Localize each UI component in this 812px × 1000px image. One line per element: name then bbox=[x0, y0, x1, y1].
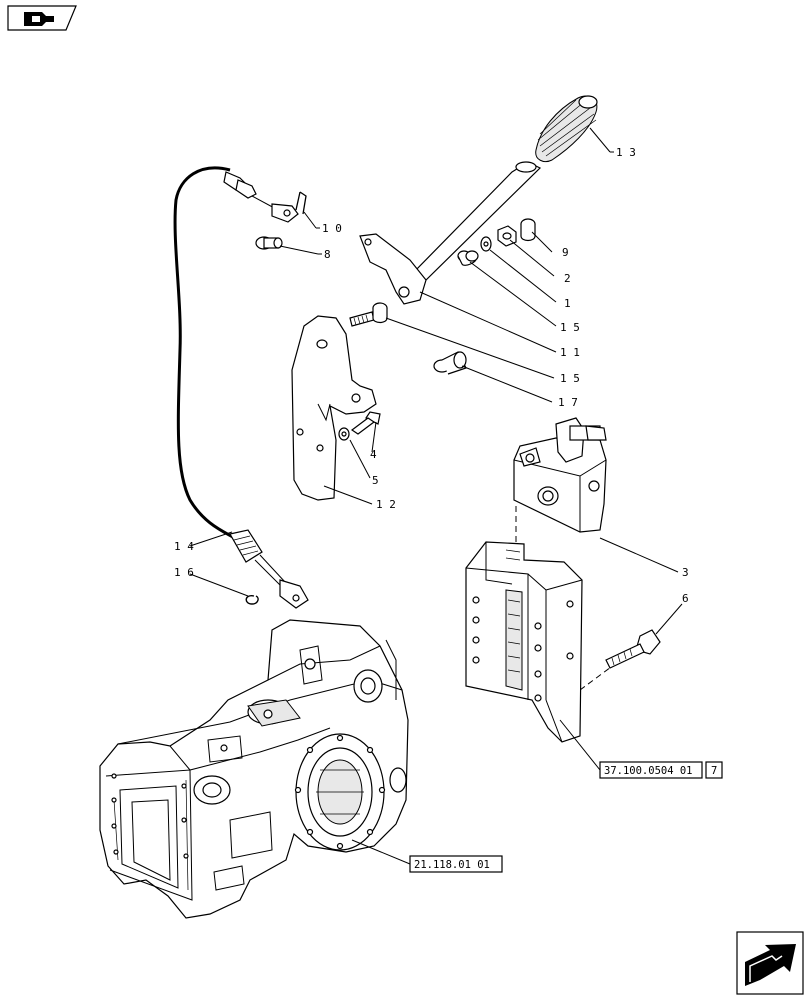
reference-link-1[interactable]: 37.100.0504 01 7 bbox=[599, 761, 723, 779]
callout-2: 2 bbox=[564, 272, 571, 285]
reference-code-1: 37.100.0504 01 bbox=[604, 765, 693, 777]
leader-lines bbox=[189, 127, 683, 865]
mounting-plate bbox=[291, 315, 377, 501]
reference-code-2: 21.118.01 01 bbox=[414, 859, 490, 871]
callout-13: 1 3 bbox=[616, 146, 636, 159]
lower-cable-end bbox=[229, 529, 309, 609]
spring-clip bbox=[295, 191, 307, 215]
callout-16: 1 6 bbox=[174, 566, 194, 579]
callout-12: 1 2 bbox=[376, 498, 396, 511]
cable-assembly bbox=[173, 166, 309, 609]
callout-3: 3 bbox=[682, 566, 689, 579]
hitch-latch bbox=[513, 417, 607, 533]
reference-sheet-1: 7 bbox=[711, 765, 717, 777]
sleeve-17 bbox=[433, 351, 467, 375]
callout-5: 5 bbox=[372, 474, 379, 487]
callout-15b: 1 5 bbox=[560, 372, 580, 385]
spacer-15-upper bbox=[457, 250, 479, 266]
transmission-housing bbox=[99, 619, 409, 919]
pivot-bolt bbox=[349, 311, 375, 327]
hand-lever bbox=[359, 95, 598, 305]
callout-8: 8 bbox=[324, 248, 331, 261]
hitch-frame bbox=[465, 541, 583, 743]
back-nav-button[interactable] bbox=[7, 5, 77, 31]
bolt-6 bbox=[605, 629, 661, 669]
callout-9: 9 bbox=[562, 246, 569, 259]
washer-1 bbox=[480, 236, 492, 252]
callout-1: 1 bbox=[564, 297, 571, 310]
book-pointer-icon bbox=[24, 12, 54, 26]
callout-6: 6 bbox=[682, 592, 689, 605]
bolt-4 bbox=[350, 411, 381, 435]
callout-14: 1 4 bbox=[174, 540, 194, 553]
callout-15a: 1 5 bbox=[560, 321, 580, 334]
reference-link-2[interactable]: 21.118.01 01 bbox=[409, 855, 503, 873]
next-page-button[interactable] bbox=[736, 931, 804, 995]
spacer-15-lower bbox=[372, 302, 388, 324]
next-page-arrow-icon bbox=[745, 944, 796, 986]
bushing-9 bbox=[520, 218, 536, 242]
callout-11: 1 1 bbox=[560, 346, 580, 359]
retaining-ring bbox=[245, 595, 259, 605]
callout-4: 4 bbox=[370, 448, 377, 461]
callout-10: 1 0 bbox=[322, 222, 342, 235]
callouts: 1 3 1 0 8 9 2 1 1 5 1 1 1 5 1 7 4 5 1 2 … bbox=[174, 146, 689, 605]
lever-grip bbox=[535, 95, 598, 163]
washer-5 bbox=[338, 427, 350, 441]
clevis-pin bbox=[255, 236, 283, 250]
callout-17: 1 7 bbox=[558, 396, 578, 409]
upper-cable-end bbox=[223, 171, 299, 223]
